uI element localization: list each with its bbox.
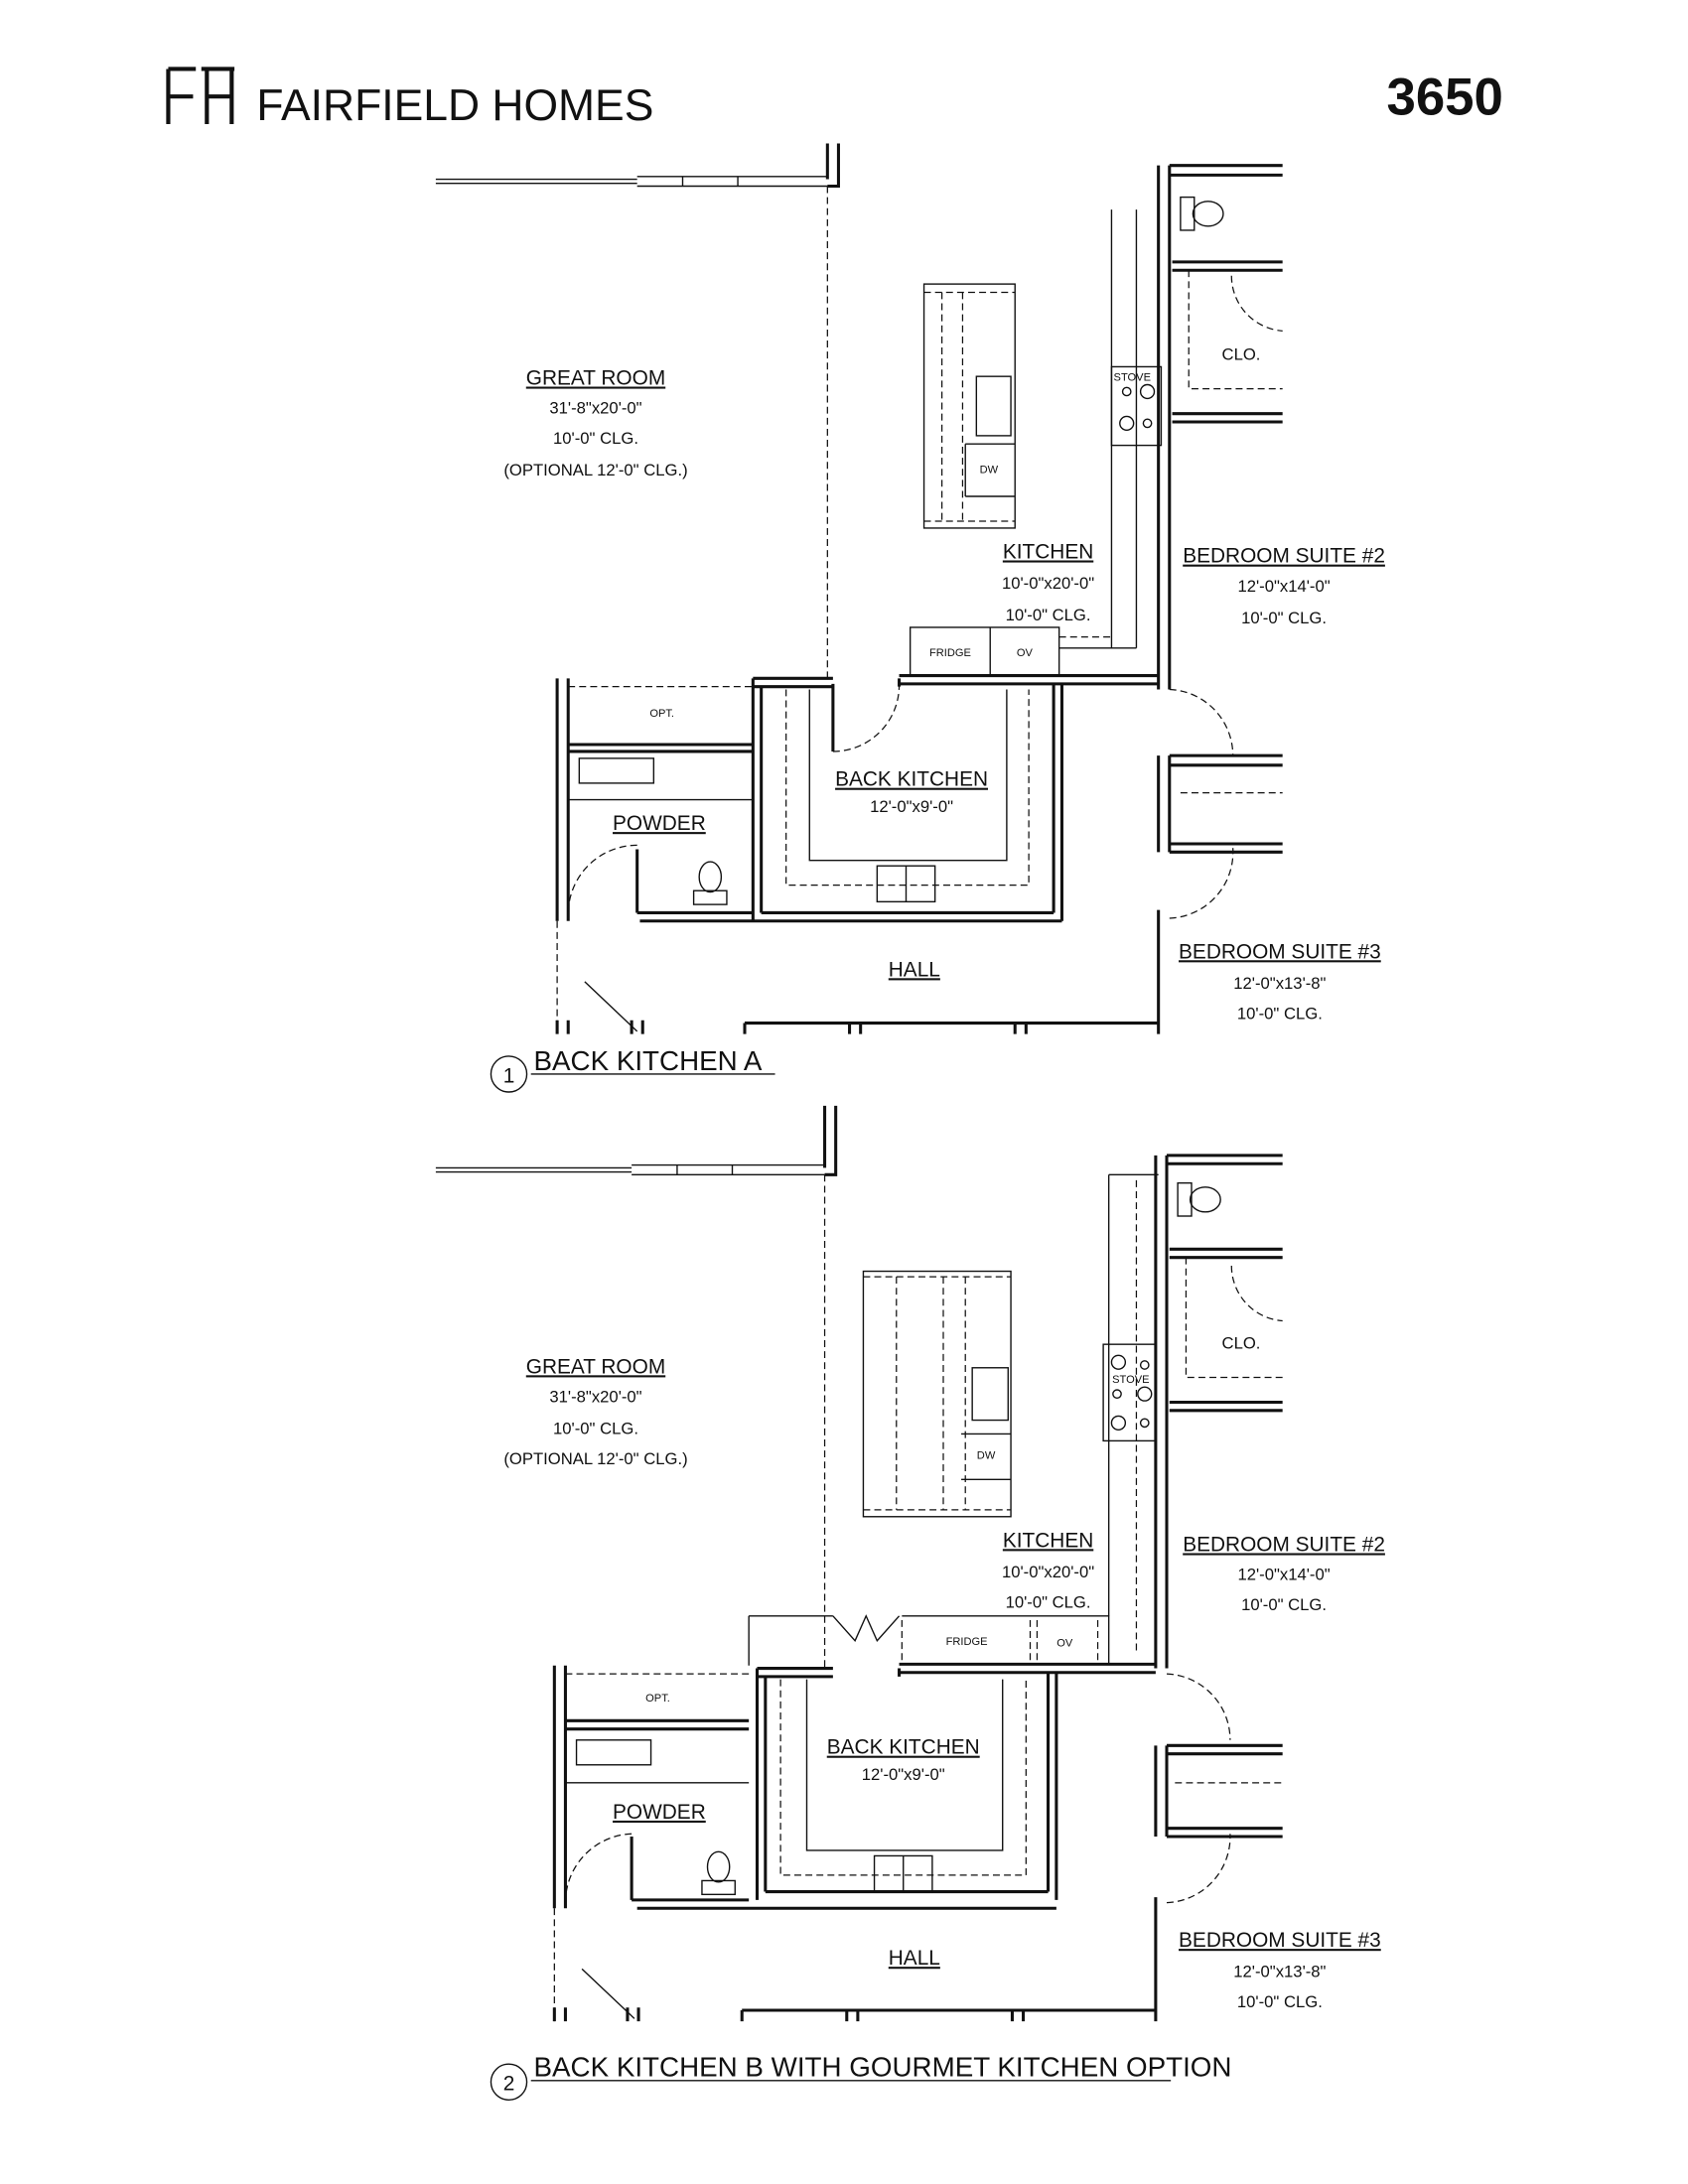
brand-logo (166, 67, 235, 124)
closet-label: CLO. (1222, 1333, 1261, 1352)
plan-index: 1 (503, 1064, 515, 1087)
bedroom3-size: 12'-0"x13'-8" (1233, 974, 1326, 993)
dishwasher-label: DW (980, 464, 999, 476)
bedroom2-ceiling: 10'-0" CLG. (1241, 1595, 1327, 1614)
fridge-label: FRIDGE (946, 1636, 988, 1648)
bedroom2-label: BEDROOM SUITE #2 (1183, 1534, 1385, 1557)
kitchen-island (922, 283, 1016, 529)
stove-label: STOVE (1112, 1374, 1149, 1386)
stove-label: STOVE (1114, 371, 1151, 383)
powder-label: POWDER (613, 812, 706, 835)
plan-index: 2 (503, 2073, 515, 2096)
bedroom2-size: 12'-0"x14'-0" (1237, 577, 1330, 596)
plan-title: BACK KITCHEN B WITH GOURMET KITCHEN OPTI… (534, 2052, 1232, 2083)
plan-number-circle (490, 2063, 528, 2101)
back-kitchen-label: BACK KITCHEN (835, 768, 988, 791)
kitchen-ceiling: 10'-0" CLG. (1006, 606, 1091, 624)
great-room-optional: (OPTIONAL 12'-0" CLG.) (503, 1449, 687, 1468)
fridge-label: FRIDGE (929, 647, 971, 659)
great-room-label: GREAT ROOM (526, 1355, 665, 1378)
bedroom2-size: 12'-0"x14'-0" (1237, 1566, 1330, 1584)
bedroom3-label: BEDROOM SUITE #3 (1179, 1929, 1381, 1952)
plan-back-kitchen-b: DW STOVE FRIDGE OV CLO. OPT. (435, 1105, 1385, 2101)
dishwasher-label: DW (977, 1449, 996, 1461)
opt-label: OPT. (645, 1693, 670, 1705)
back-kitchen-size: 12'-0"x9'-0" (870, 797, 953, 816)
hall-label: HALL (889, 1947, 940, 1970)
plan-number-circle (490, 1055, 528, 1093)
kitchen-ceiling: 10'-0" CLG. (1006, 1592, 1091, 1611)
plan-number: 3650 (1386, 68, 1502, 126)
kitchen-size: 10'-0"x20'-0" (1002, 1563, 1094, 1581)
oven-label: OV (1056, 1637, 1073, 1649)
plan-back-kitchen-a: DW STOVE FRIDGE OV CLO. OPT. (435, 143, 1385, 1093)
bedroom3-ceiling: 10'-0" CLG. (1237, 1004, 1323, 1023)
great-room-size: 31'-8"x20'-0" (549, 1388, 641, 1407)
great-room-optional: (OPTIONAL 12'-0" CLG.) (503, 461, 687, 479)
kitchen-label: KITCHEN (1003, 1529, 1093, 1552)
bedroom2-label: BEDROOM SUITE #2 (1183, 545, 1385, 568)
back-kitchen-label: BACK KITCHEN (827, 1736, 980, 1759)
hall-label: HALL (889, 958, 940, 981)
great-room-ceiling: 10'-0" CLG. (553, 429, 638, 448)
powder-label: POWDER (613, 1801, 706, 1824)
bedroom3-ceiling: 10'-0" CLG. (1237, 1992, 1323, 2011)
opt-label: OPT. (649, 708, 674, 720)
oven-label: OV (1017, 647, 1034, 659)
great-room-ceiling: 10'-0" CLG. (553, 1419, 638, 1437)
island-sink (971, 1367, 1009, 1422)
great-room-size: 31'-8"x20'-0" (549, 399, 641, 418)
bedroom2-ceiling: 10'-0" CLG. (1241, 609, 1327, 627)
kitchen-size: 10'-0"x20'-0" (1002, 574, 1094, 593)
island-sink (975, 375, 1012, 437)
bedroom3-size: 12'-0"x13'-8" (1233, 1963, 1326, 1981)
closet-label: CLO. (1222, 345, 1261, 364)
kitchen-label: KITCHEN (1003, 541, 1093, 564)
back-kitchen-size: 12'-0"x9'-0" (862, 1765, 945, 1784)
brand-name: FAIRFIELD HOMES (256, 81, 653, 130)
bedroom3-label: BEDROOM SUITE #3 (1179, 940, 1381, 963)
plan-title: BACK KITCHEN A (534, 1045, 763, 1076)
great-room-label: GREAT ROOM (526, 367, 665, 390)
stove (1110, 365, 1163, 447)
kitchen-island (862, 1270, 1012, 1518)
